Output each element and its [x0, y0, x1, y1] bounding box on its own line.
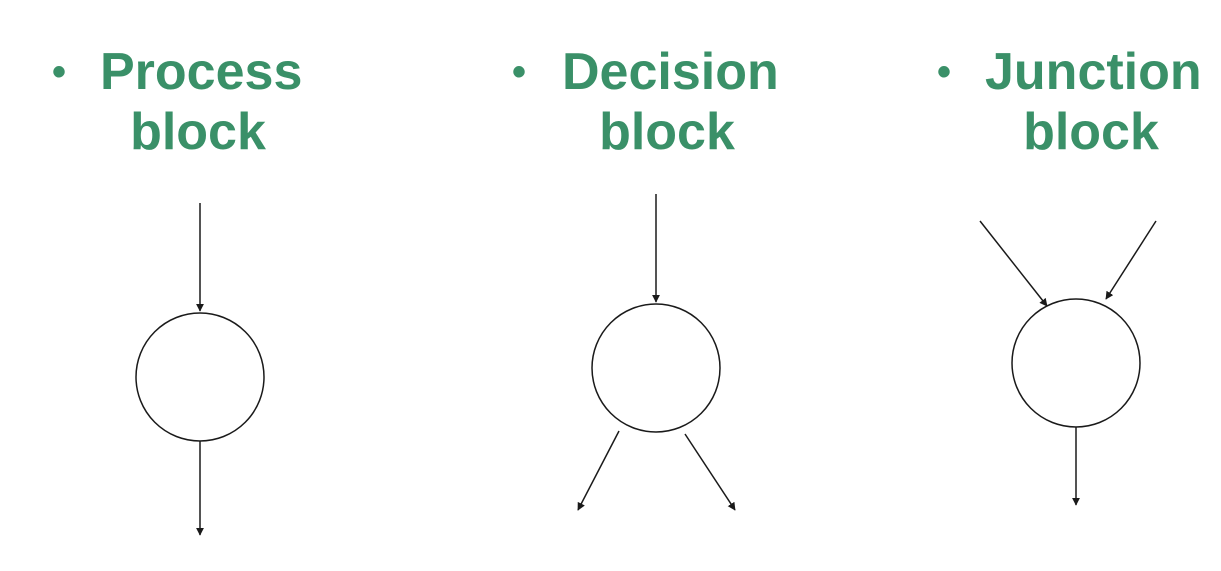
process-heading-line-1: Process — [100, 43, 303, 101]
junction-input-arrow-left — [979, 220, 1048, 307]
junction-heading-line-2: block — [1023, 103, 1159, 161]
bullet-icon: • — [52, 50, 67, 94]
process-node — [135, 312, 265, 442]
bullet-icon: • — [937, 50, 952, 94]
junction-block-diagram — [979, 220, 1157, 506]
decision-block-diagram — [577, 194, 736, 511]
junction-heading-line-1: Junction — [985, 43, 1202, 101]
decision-output-arrow-left — [577, 430, 620, 511]
bullet-icon: • — [512, 50, 527, 94]
junction-node — [1011, 298, 1141, 428]
process-block-diagram — [135, 203, 265, 536]
process-heading-line-2: block — [130, 103, 266, 161]
decision-output-arrow-right — [684, 433, 736, 511]
decision-heading-line-1: Decision — [562, 43, 779, 101]
decision-node — [591, 303, 721, 433]
decision-block-heading: • Decision block — [512, 42, 779, 162]
decision-heading-line-2: block — [599, 103, 735, 161]
junction-input-arrow-right — [1105, 220, 1157, 300]
process-block-heading: • Process block — [52, 42, 303, 162]
junction-block-heading: • Junction block — [937, 42, 1202, 162]
